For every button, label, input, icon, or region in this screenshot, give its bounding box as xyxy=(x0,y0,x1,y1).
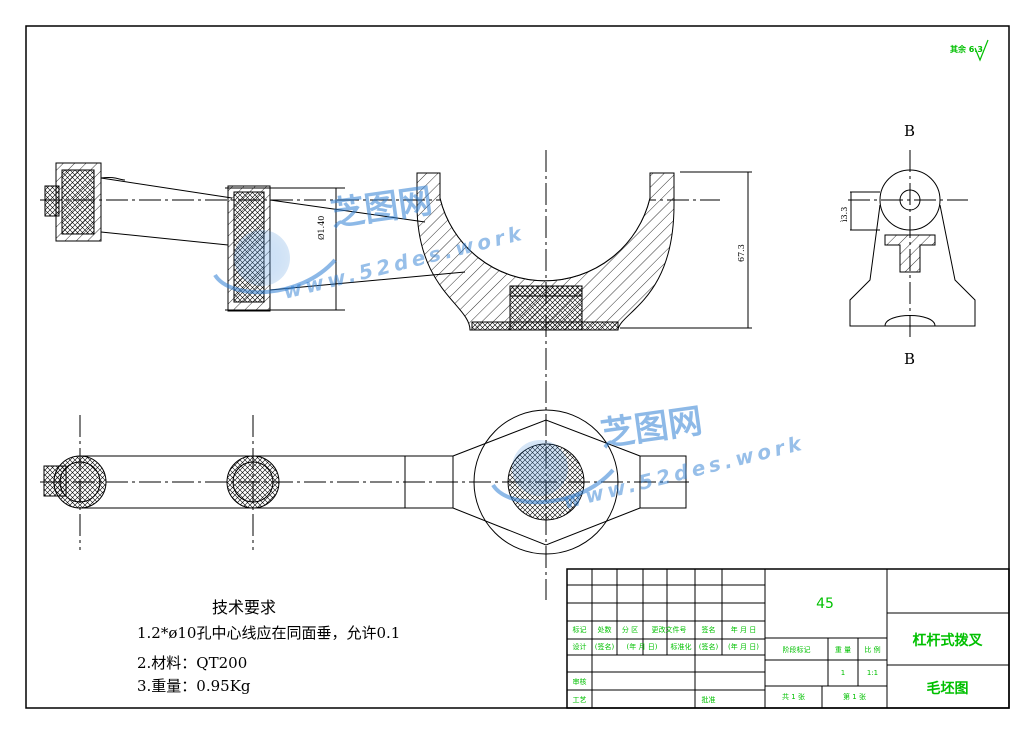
section-label-top: B xyxy=(904,122,916,140)
tb-label-count: 处数 xyxy=(597,626,612,634)
tb-weight-value: 1 xyxy=(840,669,846,677)
tb-standard-date: (年 月 日) xyxy=(728,643,759,651)
tb-sheet-number: 第 1 张 xyxy=(843,693,866,701)
dimension-side: ì3.3 xyxy=(840,206,849,222)
tb-process-label: 工艺 xyxy=(572,696,587,704)
title-block-grid xyxy=(566,568,1010,709)
tech-requirement-2: 2.材料：QT200 xyxy=(137,654,248,672)
tb-weight-label: 重 量 xyxy=(834,646,852,654)
tb-design-date: (年 月 日) xyxy=(626,643,658,651)
dimension-diameter: Ø1.40 xyxy=(317,215,326,240)
title-block-part-name: 杠杆式拨叉 xyxy=(912,633,983,649)
tech-requirements-title: 技术要求 xyxy=(212,598,277,617)
tb-label-change-doc: 更改文件号 xyxy=(651,626,687,634)
side-view-b xyxy=(848,150,976,340)
title-block-drawing-name: 毛坯图 xyxy=(926,681,969,697)
tb-standard-sign: (签名) xyxy=(698,643,719,651)
tb-design-sign: (签名) xyxy=(594,643,615,651)
roughness-symbol-icon xyxy=(974,39,989,62)
dimension-height: 67.3 xyxy=(737,244,746,262)
tb-review-label: 审核 xyxy=(572,678,587,686)
tb-design-label: 设计 xyxy=(572,643,587,651)
tb-scale-label: 比 例 xyxy=(864,646,881,654)
tb-label-zone: 分 区 xyxy=(621,626,639,634)
tech-requirement-1: 1.2*ø10孔中心线应在同面垂，允许0.1 xyxy=(137,624,401,642)
title-block-material: 45 xyxy=(816,596,834,612)
tb-label-date: 年 月 日 xyxy=(730,626,757,634)
sheet-frame xyxy=(25,25,1010,709)
roughness-note: 其余 6.3 xyxy=(950,45,983,54)
tb-stage-label: 阶段标记 xyxy=(782,646,811,654)
tb-scale-value: 1:1 xyxy=(866,669,879,677)
watermark-logo-icon xyxy=(213,230,615,505)
tb-sheet-total: 共 1 张 xyxy=(782,693,805,701)
section-label-bottom: B xyxy=(904,350,916,368)
tech-requirement-3: 3.重量：0.95Kg xyxy=(137,677,251,695)
tb-approve-label: 批准 xyxy=(701,696,716,704)
tb-label-sign: 签名 xyxy=(701,626,716,634)
tb-label-mark: 标记 xyxy=(572,626,587,634)
tb-standard-label: 标准化 xyxy=(670,643,692,651)
